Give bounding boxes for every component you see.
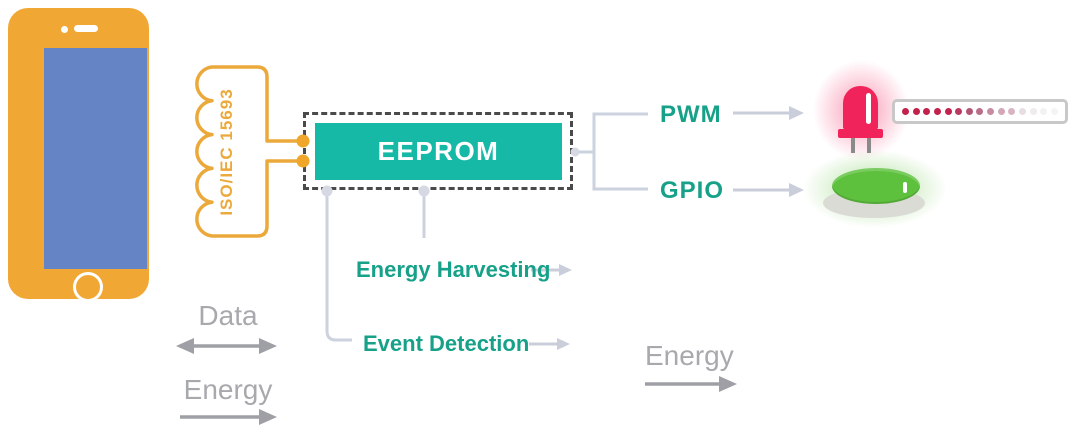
gpio-arrow (733, 183, 804, 197)
led-strip-icon (892, 99, 1068, 124)
led-strip-dot (1050, 108, 1058, 115)
event-detection-line (325, 191, 352, 342)
event-detection-label: Event Detection (363, 331, 530, 356)
led-strip-dot (997, 108, 1005, 115)
pwm-label: PWM (660, 101, 722, 128)
phone-screen (44, 48, 147, 269)
led-strip-dot (902, 108, 909, 115)
led-strip-dot (976, 108, 984, 115)
antenna-coil-icon (195, 65, 303, 238)
energy-flow-arrow (645, 376, 737, 392)
event-detection-arrow (529, 338, 570, 350)
led-strip-dot (987, 108, 995, 115)
eeprom-block: EEPROM (315, 123, 562, 180)
led-strip-dot (1040, 108, 1048, 115)
legend-data-label: Data (198, 300, 258, 331)
legend-energy-label: Energy (183, 374, 273, 405)
phone-home-button (73, 272, 103, 302)
led-leg (851, 138, 855, 153)
led-highlight (866, 93, 871, 124)
phone-speaker (74, 25, 98, 32)
gpio-label: GPIO (660, 177, 725, 204)
led-strip-dot (965, 108, 973, 115)
eeprom-label: EEPROM (377, 136, 500, 166)
led-strip-dot (933, 108, 941, 115)
energy-flow-label: Energy (645, 340, 734, 371)
led-leg (867, 138, 871, 153)
led-strip-dot (1008, 108, 1016, 115)
led-strip-dot (1019, 108, 1027, 115)
led-strip-dot (912, 108, 920, 115)
led-icon (843, 86, 878, 130)
led-strip-dot (944, 108, 952, 115)
antenna-standard-label: ISO/IEC 15693 (217, 88, 236, 215)
phone-camera-dot (61, 26, 68, 33)
led-flange (838, 129, 883, 138)
energy-arrow (180, 409, 277, 425)
energy-harvesting-label: Energy Harvesting (356, 257, 551, 282)
output-branch-line (578, 112, 648, 191)
push-button-highlight (903, 182, 907, 193)
data-double-arrow (176, 338, 277, 354)
led-strip-dot (1029, 108, 1037, 115)
smartphone-icon (8, 8, 149, 302)
led-strip-dot (923, 108, 931, 115)
pwm-arrow (733, 106, 804, 120)
led-strip-dot (955, 108, 963, 115)
